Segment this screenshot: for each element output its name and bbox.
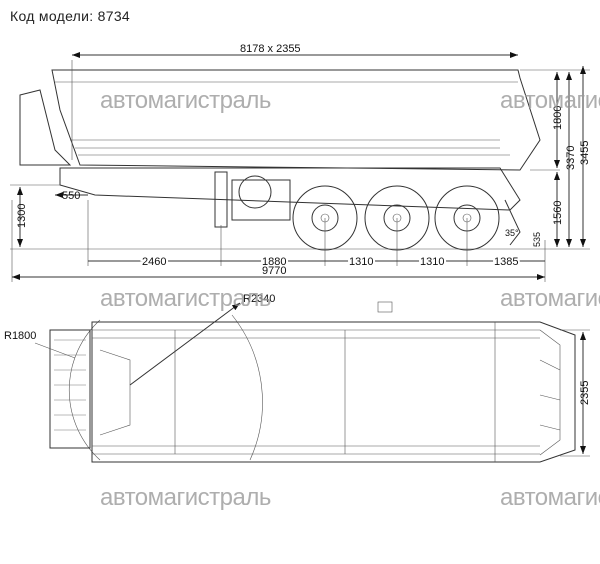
- dim-height-3370: 3370: [565, 146, 577, 170]
- front-frame: [19, 89, 72, 166]
- model-code-title: Код модели: 8734: [10, 8, 130, 24]
- front-grille: [49, 329, 91, 449]
- dim-2460: 2460: [142, 256, 166, 268]
- dim-height-3455: 3455: [579, 141, 591, 165]
- dim-departure-angle: 35°: [505, 228, 519, 238]
- dim-swing-radius-front: R1800: [4, 330, 36, 342]
- dim-overall-length: 9770: [262, 265, 286, 277]
- axle-dimensions: 2460 1880 1310 1310 1385 9770: [11, 200, 546, 282]
- watermark: автомагистраль: [500, 87, 600, 114]
- dim-width: 2355: [579, 381, 591, 405]
- watermark: автомагистраль: [100, 285, 271, 312]
- wheels: [292, 185, 500, 251]
- tipper-body: [51, 69, 541, 171]
- dim-body-height: 1800: [552, 106, 564, 130]
- dim-body-size: 8178 x 2355: [240, 43, 301, 55]
- watermark: автомагистраль: [500, 484, 600, 511]
- watermark: автомагистраль: [500, 285, 600, 312]
- dim-1385: 1385: [494, 256, 518, 268]
- top-view: R1800 R2340 2355: [4, 293, 591, 463]
- body-outline: [91, 321, 576, 463]
- dim-swing-radius-kingpin: R2340: [243, 293, 275, 305]
- watermarks: автомагистраль автомагистраль автомагист…: [100, 87, 600, 511]
- side-view: 8178 x 2355 1800 3370 3455 1560 1300 550…: [10, 43, 591, 282]
- dim-rear-clearance: 535: [532, 232, 542, 247]
- dim-1880: 1880: [262, 256, 286, 268]
- dim-1310-a: 1310: [349, 256, 373, 268]
- dim-frame-height: 1560: [552, 201, 564, 225]
- dim-coupling-height: 1300: [16, 204, 28, 228]
- swing-arc-front: [68, 319, 101, 461]
- watermark: автомагистраль: [100, 484, 271, 511]
- dim-kingpin-offset: 550: [62, 190, 80, 202]
- dim-1310-b: 1310: [420, 256, 444, 268]
- watermark: автомагистраль: [100, 87, 271, 114]
